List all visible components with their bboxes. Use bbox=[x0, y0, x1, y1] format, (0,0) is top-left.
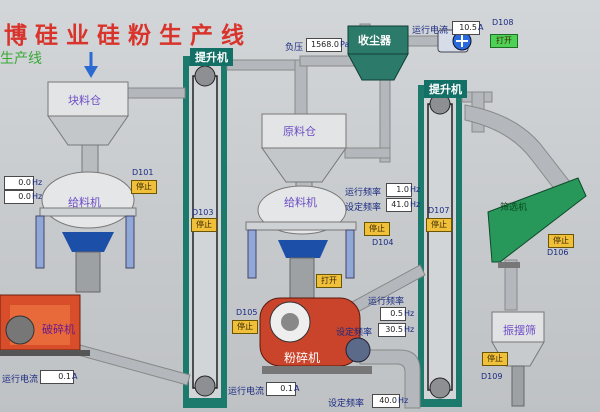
fan-current-value: 10.5 bbox=[452, 21, 480, 35]
tag-d101: D101 bbox=[132, 168, 154, 177]
screen-status[interactable]: 停止 bbox=[548, 234, 574, 248]
tag-d103: D103 bbox=[192, 208, 214, 217]
mid-set-freq-unit: Hz bbox=[410, 200, 421, 209]
left-feeder-unit-2: Hz bbox=[32, 192, 43, 201]
mill-label: 粉碎机 bbox=[284, 351, 321, 365]
left-current-value: 0.1 bbox=[40, 370, 74, 384]
tag-d104: D104 bbox=[372, 238, 394, 247]
left-current-label: 运行电流 bbox=[2, 375, 39, 385]
mill-open-status[interactable]: 打开 bbox=[316, 274, 342, 288]
bottom-set-freq-label: 设定频率 bbox=[328, 399, 365, 409]
mill-run-freq-value: 0.5 bbox=[380, 307, 406, 321]
mill-set-freq-label: 设定频率 bbox=[336, 328, 373, 338]
left-feeder-value-1: 0.0 bbox=[4, 176, 34, 190]
mid-run-freq-label: 运行频率 bbox=[345, 188, 382, 198]
fan-current-label: 运行电流 bbox=[412, 26, 449, 36]
block-bin-label: 块料仓 bbox=[68, 94, 101, 107]
screen-label: 筛选机 bbox=[500, 203, 528, 213]
mill-set-freq-unit: Hz bbox=[404, 325, 415, 334]
page-subtitle: 生产线 bbox=[0, 51, 42, 67]
left-elevator-status[interactable]: 停止 bbox=[191, 218, 217, 232]
mill-status[interactable]: 停止 bbox=[232, 320, 258, 334]
mill-run-freq-label: 运行频率 bbox=[368, 297, 405, 307]
load-unit: Pa bbox=[340, 40, 350, 49]
crusher-label: 破碎机 bbox=[42, 323, 75, 336]
fan-current-unit: A bbox=[478, 23, 484, 32]
bottom-set-freq-value[interactable]: 40.0 bbox=[372, 394, 400, 408]
bottom-set-freq-unit: Hz bbox=[398, 396, 409, 405]
mill-run-freq-unit: Hz bbox=[404, 309, 415, 318]
left-feeder-unit-1: Hz bbox=[32, 178, 43, 187]
mid-current-unit: A bbox=[294, 384, 300, 393]
mid-set-freq-value[interactable]: 41.0 bbox=[386, 198, 412, 212]
mid-set-freq-label: 设定频率 bbox=[345, 203, 382, 213]
mill-set-freq-value[interactable]: 30.5 bbox=[378, 323, 406, 337]
vibro-label: 振摆筛 bbox=[503, 324, 536, 337]
tag-d107: D107 bbox=[428, 206, 450, 215]
tag-d108: D108 bbox=[492, 18, 514, 27]
left-feeder-label: 给料机 bbox=[68, 196, 101, 209]
tag-d109: D109 bbox=[481, 372, 503, 381]
mid-feeder-status[interactable]: 停止 bbox=[364, 222, 390, 236]
page-title: 博硅业硅粉生产线 bbox=[4, 22, 252, 49]
load-label: 负压 bbox=[285, 43, 304, 53]
load-value: 1568.0 bbox=[306, 38, 342, 52]
tag-d105: D105 bbox=[236, 308, 258, 317]
mid-current-value: 0.1 bbox=[266, 382, 296, 396]
raw-bin-label: 原料仓 bbox=[283, 125, 316, 138]
fan-status[interactable]: 打开 bbox=[490, 34, 518, 48]
mid-run-freq-unit: Hz bbox=[410, 185, 421, 194]
mid-run-freq-value: 1.0 bbox=[386, 183, 412, 197]
left-feeder-value-2: 0.0 bbox=[4, 190, 34, 204]
tag-d106: D106 bbox=[547, 248, 569, 257]
mid-current-label: 运行电流 bbox=[228, 387, 265, 397]
left-feeder-status[interactable]: 停止 bbox=[131, 180, 157, 194]
mid-feeder-label: 给料机 bbox=[284, 196, 317, 209]
right-elevator-status[interactable]: 停止 bbox=[426, 218, 452, 232]
left-elevator-label: 提升机 bbox=[190, 48, 233, 66]
left-current-unit: A bbox=[72, 372, 78, 381]
dust-collector-label: 收尘器 bbox=[358, 34, 391, 47]
right-elevator-label: 提升机 bbox=[424, 80, 467, 98]
vibro-status[interactable]: 停止 bbox=[482, 352, 508, 366]
